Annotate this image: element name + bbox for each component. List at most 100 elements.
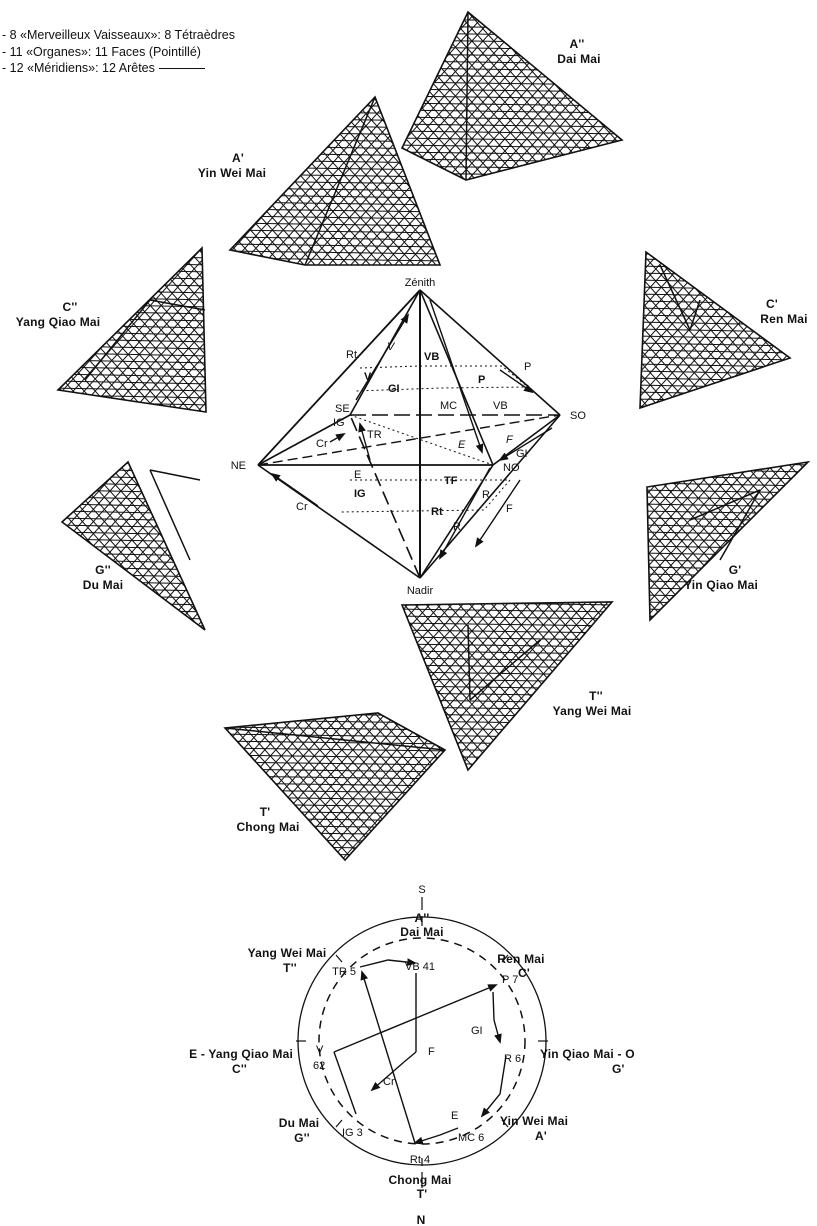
oct-edge-nadir-so bbox=[420, 415, 560, 578]
compass-botright-code: A' bbox=[535, 1129, 547, 1143]
point-e: E bbox=[451, 1110, 458, 1122]
compass-topright-code: C' bbox=[518, 966, 530, 980]
point-rt4: Rt 4 bbox=[410, 1154, 430, 1166]
point-tr5: TR 5 bbox=[332, 966, 356, 978]
tetra-label-yin-wei-mai: A' Yin Wei Mai bbox=[198, 151, 266, 180]
compass-top-name: Dai Mai bbox=[400, 925, 443, 939]
tetra-label-yang-wei-mai: T'' Yang Wei Mai bbox=[553, 689, 632, 718]
label-ne: NE bbox=[231, 460, 246, 472]
point-p7: P 7 bbox=[502, 974, 518, 986]
compass-right-code: G' bbox=[612, 1062, 625, 1076]
oct-face-upper-dotted bbox=[356, 366, 528, 391]
svg-text:C'': C'' bbox=[63, 300, 78, 314]
arrow-v bbox=[356, 315, 408, 400]
svg-text:T'': T'' bbox=[589, 689, 603, 703]
label-ig-face: IG bbox=[354, 488, 366, 500]
tetrahedron-yin-wei-mai bbox=[0, 97, 601, 268]
compass-botleft-code: G'' bbox=[294, 1131, 310, 1145]
label-ig-edge: IG bbox=[333, 417, 345, 429]
compass-botleft-name: Du Mai bbox=[279, 1116, 320, 1130]
svg-text:T': T' bbox=[260, 805, 271, 819]
compass-botright-name: Yin Wei Mai bbox=[500, 1114, 568, 1128]
tetra-label-ren-mai: C' Ren Mai bbox=[760, 297, 807, 326]
point-cr: Cr bbox=[383, 1076, 395, 1088]
arrow-cr-lower bbox=[272, 474, 318, 506]
octahedron-arrows bbox=[272, 300, 552, 558]
tetrahedron-chong-mai bbox=[0, 713, 584, 863]
point-ig3: IG 3 bbox=[342, 1127, 363, 1139]
label-p-edge: P bbox=[524, 361, 531, 373]
label-r-face: R bbox=[482, 489, 490, 501]
label-se: SE bbox=[335, 403, 350, 415]
compass-n: N bbox=[417, 1213, 426, 1226]
tetrahedra-group bbox=[0, 12, 817, 863]
oct-edge-zenith-ne bbox=[258, 290, 420, 465]
arrow-cr-upper bbox=[330, 434, 344, 442]
tetra-label-dai-mai: A'' Dai Mai bbox=[557, 37, 600, 66]
label-so: SO bbox=[570, 410, 586, 422]
point-v: V bbox=[316, 1044, 324, 1056]
path-r6-mc6 bbox=[482, 1056, 506, 1116]
tetrahedron-du-mai bbox=[0, 462, 367, 633]
label-r-edge: R bbox=[453, 521, 461, 533]
compass-left-name: E - Yang Qiao Mai bbox=[189, 1047, 293, 1061]
svg-text:Dai Mai: Dai Mai bbox=[557, 52, 600, 66]
label-mc: MC bbox=[440, 400, 457, 412]
tetrahedron-dai-mai bbox=[83, 12, 784, 183]
svg-text:Ren Mai: Ren Mai bbox=[760, 312, 807, 326]
svg-text:G'': G'' bbox=[95, 563, 111, 577]
label-gi-edge: GI bbox=[516, 448, 528, 460]
octahedron bbox=[258, 290, 560, 578]
path-f-cr bbox=[404, 1052, 416, 1062]
compass-topleft-code: T'' bbox=[283, 961, 297, 975]
tetra-label-chong-mai: T' Chong Mai bbox=[236, 805, 299, 834]
label-zenith: Zénith bbox=[405, 277, 436, 289]
label-cr-lower: Cr bbox=[296, 501, 308, 513]
label-f-edge: F bbox=[506, 434, 514, 446]
label-gi-face: GI bbox=[388, 383, 400, 395]
label-v-face: V bbox=[364, 371, 372, 383]
point-f: F bbox=[428, 1046, 435, 1058]
svg-text:Du Mai: Du Mai bbox=[83, 578, 124, 592]
label-vb-face: VB bbox=[424, 351, 439, 363]
label-e-edge: E bbox=[458, 439, 466, 451]
label-v-edge: V bbox=[387, 341, 396, 353]
label-no: NO bbox=[503, 462, 520, 474]
svg-text:A': A' bbox=[232, 151, 244, 165]
point-mc6: MC 6 bbox=[458, 1132, 484, 1144]
path-v-ig3 bbox=[334, 1052, 356, 1114]
compass-bottom-code: T' bbox=[417, 1187, 428, 1201]
path-v-p7 bbox=[334, 985, 496, 1052]
tetra-label-du-mai: G'' Du Mai bbox=[83, 563, 124, 592]
label-cr-edge: Cr bbox=[316, 438, 328, 450]
svg-text:Yin Wei Mai: Yin Wei Mai bbox=[198, 166, 266, 180]
path-mc6-e bbox=[415, 1128, 458, 1143]
point-v62: 62 bbox=[313, 1060, 325, 1072]
label-rt-top: Rt bbox=[346, 349, 357, 361]
label-f-lower: F bbox=[506, 503, 513, 515]
compass-left-code: C'' bbox=[232, 1062, 247, 1076]
svg-text:C': C' bbox=[766, 297, 778, 311]
label-rt-face: Rt bbox=[431, 506, 443, 518]
compass-diagram bbox=[296, 897, 548, 1188]
compass-bottom-name: Chong Mai bbox=[388, 1173, 451, 1187]
label-e-face: E bbox=[354, 469, 361, 481]
compass-right-name: Yin Qiao Mai - O bbox=[540, 1047, 635, 1061]
point-r6: R 6 bbox=[504, 1053, 521, 1065]
point-vb41: VB 41 bbox=[405, 961, 435, 973]
arrow-p bbox=[500, 370, 532, 392]
path-p7-r6 bbox=[493, 992, 500, 1042]
tick-botleft bbox=[336, 1120, 342, 1127]
svg-text:Chong Mai: Chong Mai bbox=[236, 820, 299, 834]
compass-topleft-name: Yang Wei Mai bbox=[248, 946, 327, 960]
tetra-label-yang-qiao-mai: C'' Yang Qiao Mai bbox=[16, 300, 101, 329]
label-p-face: P bbox=[478, 374, 485, 386]
svg-text:G': G' bbox=[729, 563, 742, 577]
label-vb-edge: VB bbox=[493, 400, 508, 412]
svg-text:Yin Qiao Mai: Yin Qiao Mai bbox=[684, 578, 758, 592]
svg-text:Yang Qiao Mai: Yang Qiao Mai bbox=[16, 315, 101, 329]
tetrahedron-ren-mai bbox=[344, 252, 817, 409]
compass-s: S bbox=[418, 884, 425, 896]
path-tr5-rt4 bbox=[362, 972, 415, 1143]
